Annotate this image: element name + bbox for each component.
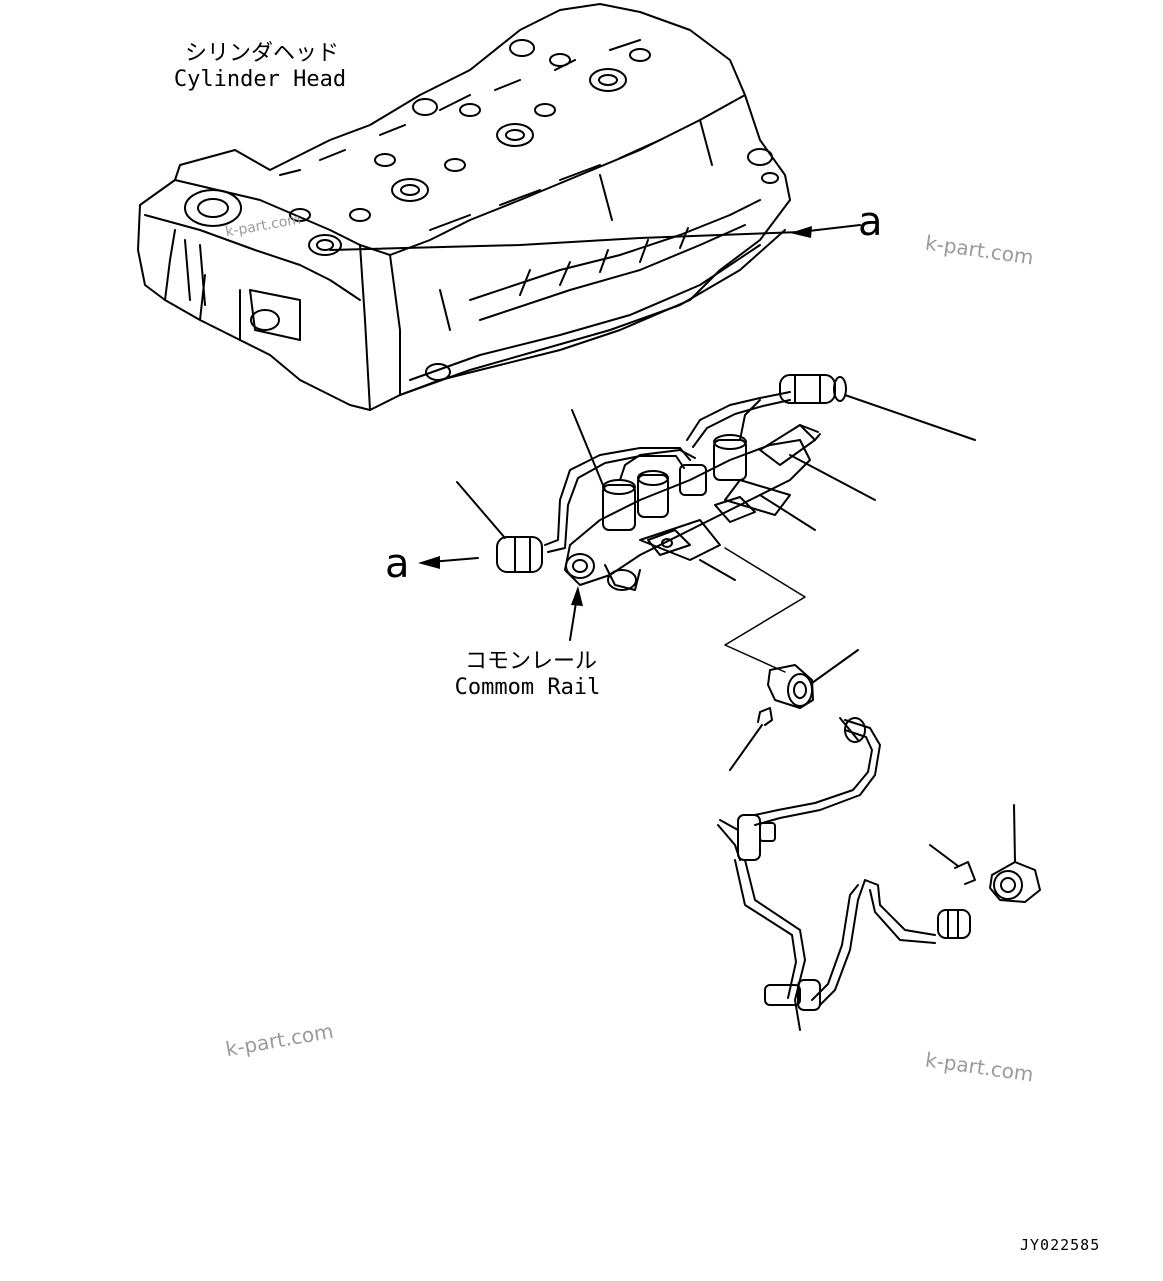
leader-line-2 — [789, 454, 876, 501]
leader-line-5 — [571, 409, 606, 491]
plug-nut-1 — [767, 649, 859, 709]
common-rail — [496, 374, 847, 591]
cylinder-head-label-jp: シリンダヘッド — [185, 41, 340, 66]
common-rail-label-jp: コモンレール — [465, 649, 598, 674]
leader-line-1 — [844, 394, 976, 441]
injection-pipe — [717, 717, 971, 1031]
ref-a-top-arrowhead — [790, 226, 812, 238]
leader-line-4 — [699, 559, 736, 581]
group-bracket — [724, 547, 806, 673]
common-rail-arrowhead — [571, 586, 583, 606]
cylinder-head-label-en: Cylinder Head — [173, 67, 347, 92]
leader-line-clip-1 — [729, 724, 763, 771]
cylinder-head — [137, 3, 801, 411]
leader-line-6 — [456, 481, 506, 539]
plug-nut-2 — [989, 804, 1041, 903]
leader-line-clip-2 — [929, 844, 959, 867]
clip-2 — [954, 861, 976, 885]
document-number: JY022585 — [1020, 1236, 1101, 1254]
ref-a-left-arrowhead — [418, 556, 440, 569]
ref-a-left-label: a — [385, 541, 410, 587]
leader-line-3 — [759, 494, 816, 531]
ref-a-top-label: a — [858, 199, 883, 245]
clip-1 — [757, 707, 773, 726]
common-rail-label-en: Commom Rail — [454, 675, 601, 700]
